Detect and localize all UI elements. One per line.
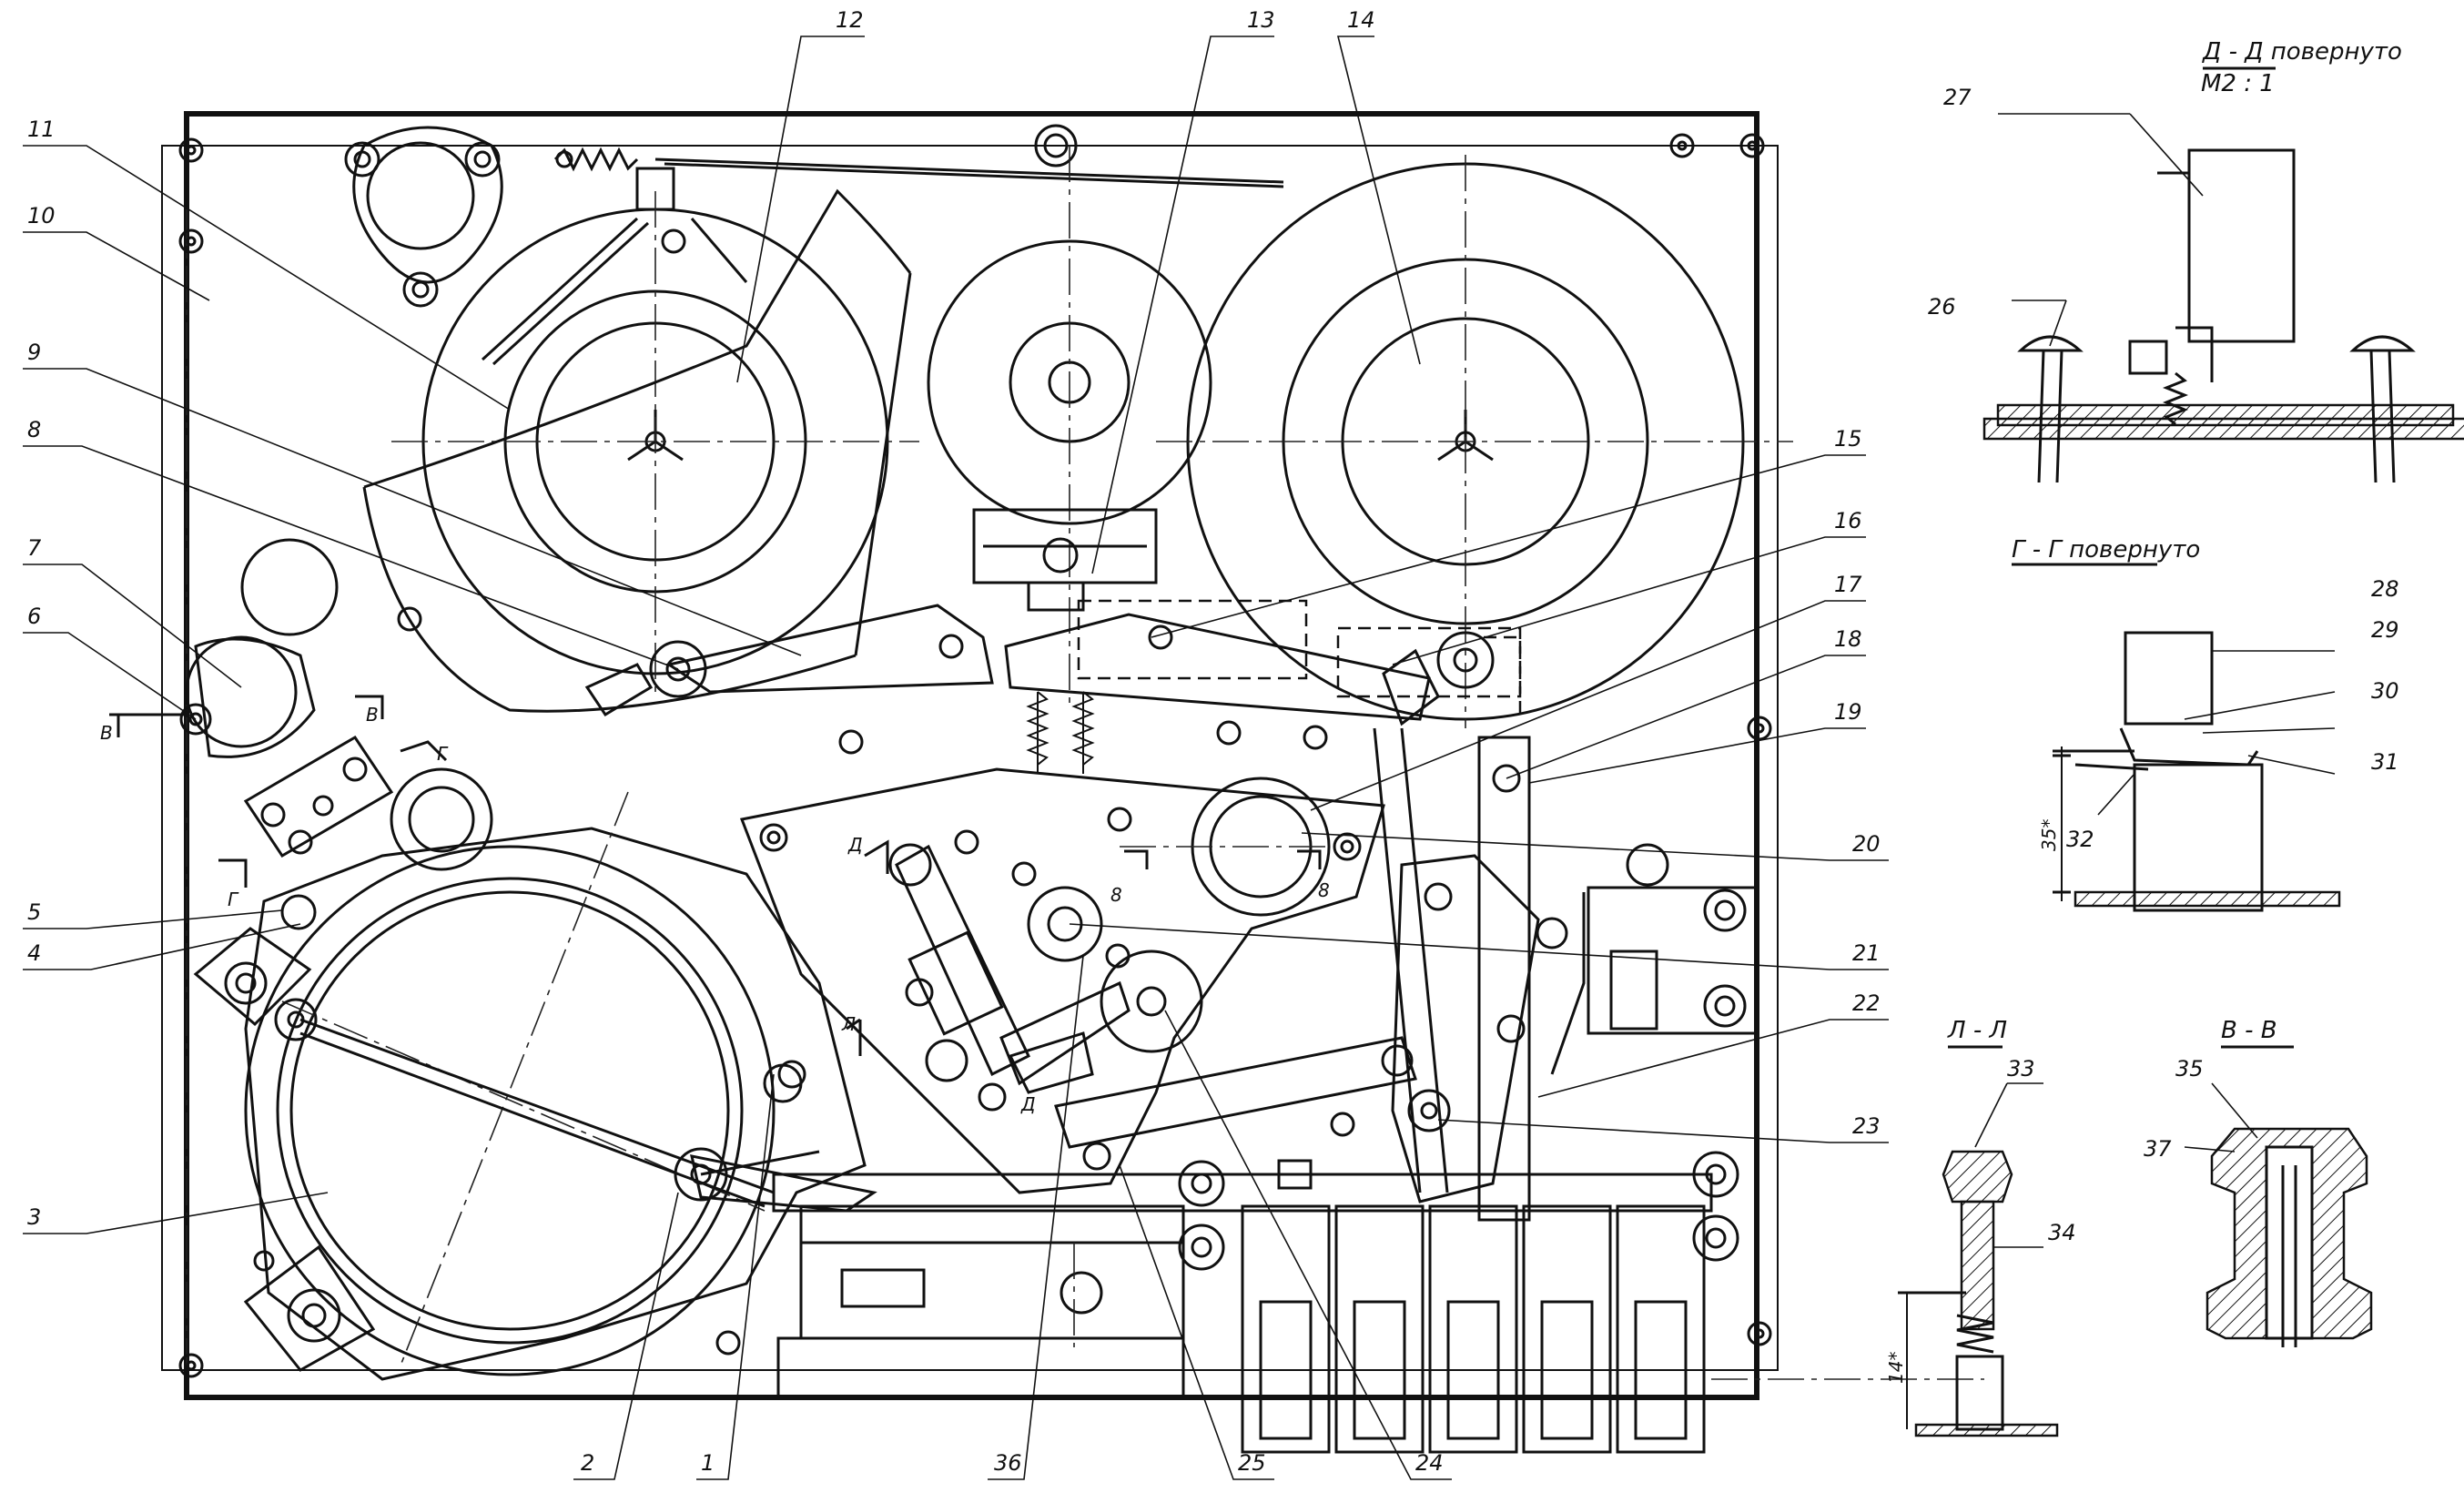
callout-15: 15 <box>1834 426 1862 452</box>
pivot-bracket-lower <box>243 1244 376 1372</box>
section-dd <box>1982 66 2464 483</box>
callout-6: 6 <box>27 604 41 629</box>
callout-10: 10 <box>27 203 56 228</box>
callout-16: 16 <box>1834 508 1862 533</box>
section-ll <box>1898 1045 2059 1437</box>
cut-mark-v-left: 8 <box>1110 884 1122 906</box>
pinch-arm-left <box>584 604 994 717</box>
callout-30: 30 <box>2371 678 2399 704</box>
cut-mark-b-right: В <box>366 704 379 726</box>
cut-mark-g-upper: Г <box>437 743 449 765</box>
callout-23: 23 <box>1852 1113 1881 1139</box>
callout-9: 9 <box>27 340 41 365</box>
callout-34: 34 <box>2048 1220 2076 1245</box>
callout-35: 35 <box>2175 1056 2204 1082</box>
callout-13: 13 <box>1247 7 1275 33</box>
section-dd-scale: М2 : 1 <box>2201 70 2275 97</box>
cut-mark-l: Л <box>841 1013 856 1035</box>
left-reel <box>391 191 919 692</box>
callout-27: 27 <box>1943 85 1972 110</box>
cut-mark-d-upper: Д <box>847 834 863 856</box>
callout-29: 29 <box>2371 617 2399 643</box>
microswitch-v <box>243 735 394 858</box>
main-lever-plate <box>739 767 1385 1194</box>
callout-32: 32 <box>2066 827 2094 852</box>
cut-mark-d-lower: Д <box>1020 1093 1036 1115</box>
callout-31: 31 <box>2371 749 2399 775</box>
callout-5: 5 <box>27 899 41 925</box>
section-vv <box>2184 1045 2373 1347</box>
callout-4: 4 <box>27 940 41 966</box>
section-cut-marks <box>109 695 1322 1056</box>
dimension-labels: 35* 14* <box>1885 819 2060 1384</box>
reel-cutaway <box>362 188 912 713</box>
callout-33: 33 <box>2007 1056 2035 1082</box>
dimension-35: 35* <box>2038 819 2060 851</box>
section-dd-title: Д - Д повернуто <box>2202 38 2402 66</box>
section-titles: Д - Д повернуто М2 : 1 Г - Г повернуто Л… <box>1947 38 2402 1044</box>
pivot-bracket-4 <box>193 894 318 1041</box>
cut-mark-b-left: В <box>100 722 113 744</box>
callout-1: 1 <box>701 1450 715 1476</box>
callout-17: 17 <box>1834 572 1862 597</box>
switch-bracket <box>888 843 1131 1112</box>
callout-11: 11 <box>27 117 56 142</box>
callout-37: 37 <box>2144 1136 2172 1162</box>
center-idler-reel <box>927 146 1212 710</box>
callout-24: 24 <box>1415 1450 1444 1476</box>
callout-2: 2 <box>581 1450 594 1476</box>
callout-25: 25 <box>1238 1450 1266 1476</box>
callout-28: 28 <box>2371 576 2399 602</box>
head-block-plate <box>972 508 1158 612</box>
flywheel-cover <box>244 791 867 1381</box>
control-lever-arm <box>1054 727 1540 1203</box>
callout-22: 22 <box>1852 990 1881 1016</box>
pinch-arm-right <box>1004 613 1495 726</box>
callout-14: 14 <box>1347 7 1375 33</box>
motor-flange <box>344 126 503 308</box>
vertical-slider-18 <box>1477 736 1568 1222</box>
callout-36: 36 <box>994 1450 1022 1476</box>
capstan-motor-parts <box>179 538 493 871</box>
pressure-springs <box>1026 691 1095 774</box>
cut-mark-g-lower: Г <box>228 889 239 910</box>
callout-19: 19 <box>1834 699 1862 725</box>
cut-mark-v-right: 8 <box>1318 879 1330 901</box>
section-vv-title: В - В <box>2221 1017 2277 1044</box>
cut-mark-letters: В В Г Г Д Д Л 8 8 <box>100 704 1330 1115</box>
section-gg-title: Г - Г повернуто <box>2012 536 2200 564</box>
mounting-screws <box>178 124 1772 1378</box>
callout-12: 12 <box>836 7 864 33</box>
callout-21: 21 <box>1852 940 1881 966</box>
tension-spring-assembly <box>481 147 1284 366</box>
callout-labels: 1 2 3 4 5 6 7 8 9 10 11 12 13 14 15 16 1… <box>27 7 2399 1476</box>
piano-keys <box>1241 1204 1706 1454</box>
callout-3: 3 <box>27 1204 41 1230</box>
callout-7: 7 <box>27 535 42 561</box>
callout-18: 18 <box>1834 626 1862 652</box>
callout-8: 8 <box>27 417 41 442</box>
section-ll-title: Л - Л <box>1947 1017 2007 1044</box>
callout-26: 26 <box>1928 294 1956 320</box>
callout-leaders <box>23 36 1889 1480</box>
callout-20: 20 <box>1852 831 1881 857</box>
pressure-arm-2 <box>299 1018 877 1213</box>
section-gg <box>2012 563 2341 912</box>
dimension-14: 14* <box>1885 1352 1907 1384</box>
relay-block <box>1550 843 1759 1075</box>
dashed-head-outline <box>1077 599 1522 719</box>
right-reel <box>1156 155 1793 728</box>
